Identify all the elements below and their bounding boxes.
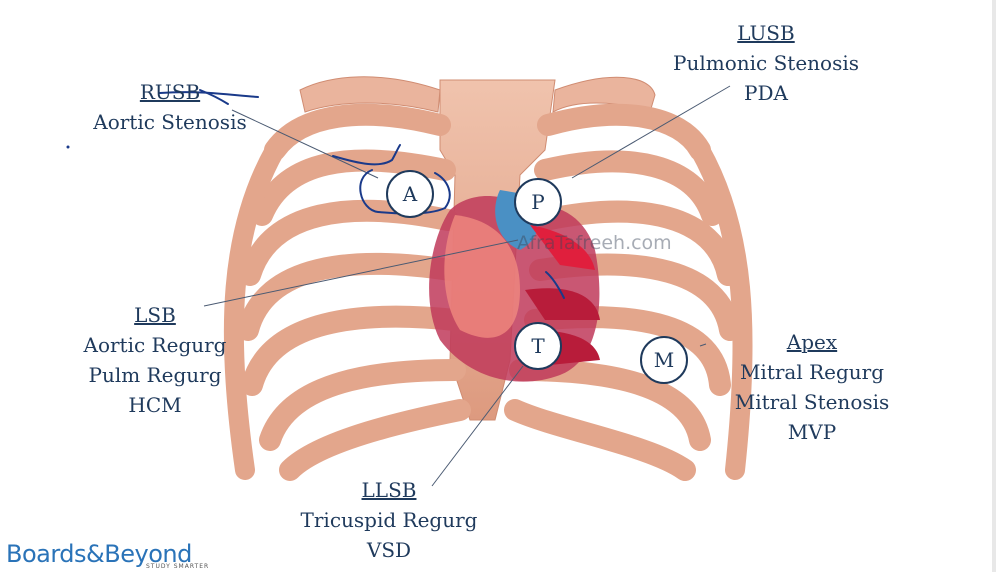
apex-title: Apex	[786, 330, 838, 354]
apex-label: Apex Mitral Regurg Mitral Stenosis MVP	[735, 327, 890, 447]
lsb-title: LSB	[134, 303, 176, 327]
logo-text-b: Beyond	[104, 540, 192, 568]
rusb-title: RUSB	[139, 80, 201, 104]
logo-tagline: STUDY SMARTER	[146, 563, 210, 570]
scrollbar-track[interactable]	[992, 0, 996, 572]
apex-line-1: Mitral Regurg	[739, 360, 885, 384]
lsb-label: LSB Aortic Regurg Pulm Regurg HCM	[84, 300, 227, 420]
llsb-title: LLSB	[361, 478, 417, 502]
watermark: AfraTafreeh.com	[517, 232, 672, 254]
aortic-marker: A	[386, 170, 434, 218]
mitral-marker: M	[640, 336, 688, 384]
llsb-label: LLSB Tricuspid Regurg VSD	[301, 475, 478, 565]
lsb-line-2: Pulm Regurg	[88, 363, 222, 387]
apex-line-2: Mitral Stenosis	[734, 390, 890, 414]
rusb-line-1: Aortic Stenosis	[93, 110, 247, 134]
clavicle-left	[299, 76, 441, 113]
ribs-right	[504, 103, 741, 481]
pulmonic-marker: P	[514, 178, 562, 226]
lusb-title: LUSB	[737, 21, 795, 45]
leader-lines	[203, 85, 731, 487]
apex-line-3: MVP	[787, 420, 837, 444]
lsb-line-1: Aortic Regurg	[83, 333, 227, 357]
lusb-line-2: PDA	[744, 81, 788, 105]
logo-text-a: Boards	[6, 540, 87, 568]
lusb-label: LUSB Pulmonic Stenosis PDA	[673, 18, 859, 108]
rusb-label: RUSB Aortic Stenosis	[93, 77, 246, 137]
llsb-line-2: VSD	[366, 538, 412, 562]
ribs-left	[237, 103, 471, 481]
logo-amp: &	[86, 540, 105, 568]
boards-and-beyond-logo: Boards&Beyond	[6, 540, 192, 568]
lusb-line-1: Pulmonic Stenosis	[673, 51, 859, 75]
lsb-line-3: HCM	[128, 393, 182, 417]
tricuspid-marker: T	[514, 322, 562, 370]
llsb-line-1: Tricuspid Regurg	[300, 508, 478, 532]
